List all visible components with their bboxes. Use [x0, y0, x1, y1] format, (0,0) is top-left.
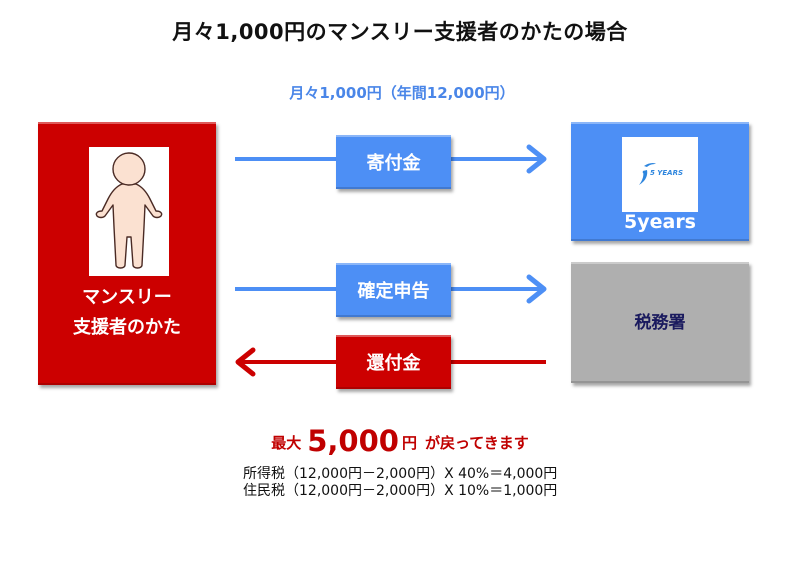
- income-tax-calculation: 所得税（12,000円－2,000円）X 40%＝4,000円: [243, 466, 558, 482]
- monthly-amount-subtitle: 月々1,000円（年間12,000円）: [289, 84, 515, 102]
- organization-logo: 5 YEARS: [622, 137, 698, 212]
- refund-prefix: 最大: [271, 434, 302, 452]
- resident-tax-calculation: 住民税（12,000円－2,000円）X 10%＝1,000円: [243, 483, 558, 499]
- refund-label: 還付金: [336, 335, 451, 389]
- organization-box: 5 YEARS 5years: [571, 122, 749, 241]
- tax-office-box: 税務署: [571, 262, 749, 383]
- calculation-list: 所得税（12,000円－2,000円）X 40%＝4,000円 住民税（12,0…: [243, 466, 557, 500]
- person-icon: [95, 152, 163, 269]
- tax-return-label: 確定申告: [336, 263, 451, 317]
- page-title: 月々1,000円のマンスリー支援者のかたの場合: [172, 20, 628, 44]
- supporter-box: マンスリー 支援者のかた: [38, 122, 216, 385]
- organization-label: 5years: [624, 211, 696, 233]
- donation-label: 寄付金: [336, 135, 451, 189]
- logo-text: 5 YEARS: [650, 169, 683, 177]
- supporter-label-line1: マンスリー: [82, 287, 172, 308]
- 5years-logo-icon: 5 YEARS: [639, 162, 683, 185]
- tax-office-label: 税務署: [634, 313, 686, 333]
- refund-amount: 5,000: [307, 424, 399, 458]
- supporter-label: マンスリー 支援者のかた: [38, 283, 216, 343]
- refund-suffix: が戻ってきます: [424, 434, 529, 452]
- refund-unit: 円: [401, 434, 417, 452]
- person-image-frame: [89, 147, 169, 276]
- supporter-label-line2: 支援者のかた: [73, 317, 181, 338]
